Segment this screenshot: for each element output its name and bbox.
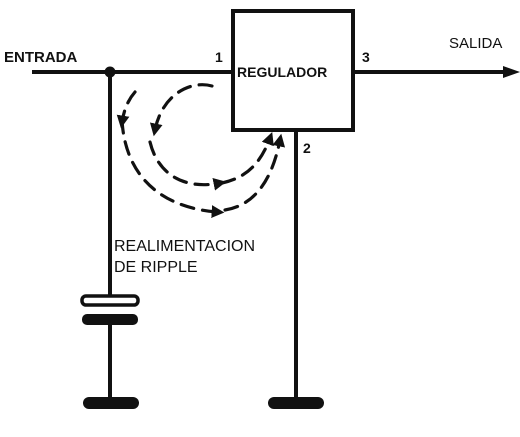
capacitor-upper-plate (80, 294, 140, 307)
regulator-label: REGULADOR (237, 64, 327, 80)
ripple-flow-outer-up (223, 133, 286, 212)
pin-3-label: 3 (362, 49, 370, 65)
ripple-flow-outer-return (220, 131, 274, 185)
ripple-flow-inner-upper (149, 83, 214, 137)
capacitor-lower-plate (82, 314, 138, 325)
pin-2-label: 2 (303, 140, 311, 156)
ripple-flow-outer-upper (116, 90, 137, 129)
feedback-label-line1: REALIMENTACION (114, 238, 255, 255)
ground-bar-right (268, 397, 324, 409)
ground-bar-left (83, 397, 139, 409)
feedback-label-line2: DE RIPPLE (114, 259, 198, 276)
ripple-flow-inner-lower (148, 140, 227, 191)
pin-1-label: 1 (215, 49, 223, 65)
output-label: SALIDA (449, 35, 502, 52)
ripple-flow-outer-lower (120, 118, 225, 218)
input-label: ENTRADA (4, 49, 77, 66)
output-arrow-icon (503, 66, 520, 78)
